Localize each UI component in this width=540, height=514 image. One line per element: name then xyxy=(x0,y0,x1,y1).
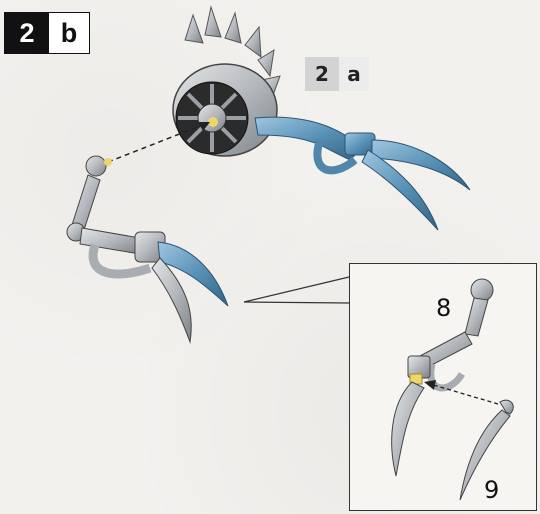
part-label-8: 8 xyxy=(436,294,451,322)
reference-step-number: 2 xyxy=(305,57,339,91)
reference-step-sub-letter: a xyxy=(339,57,369,91)
step-badge: 2 b xyxy=(4,12,90,54)
upper-blue-claw xyxy=(255,117,470,230)
reference-step-badge: 2 a xyxy=(305,57,369,91)
step-sub-letter: b xyxy=(49,13,89,53)
part-label-9: 9 xyxy=(484,476,499,504)
arm-assembly xyxy=(67,156,228,342)
step-number: 2 xyxy=(5,13,49,53)
detail-inset: 8 9 xyxy=(349,263,537,511)
